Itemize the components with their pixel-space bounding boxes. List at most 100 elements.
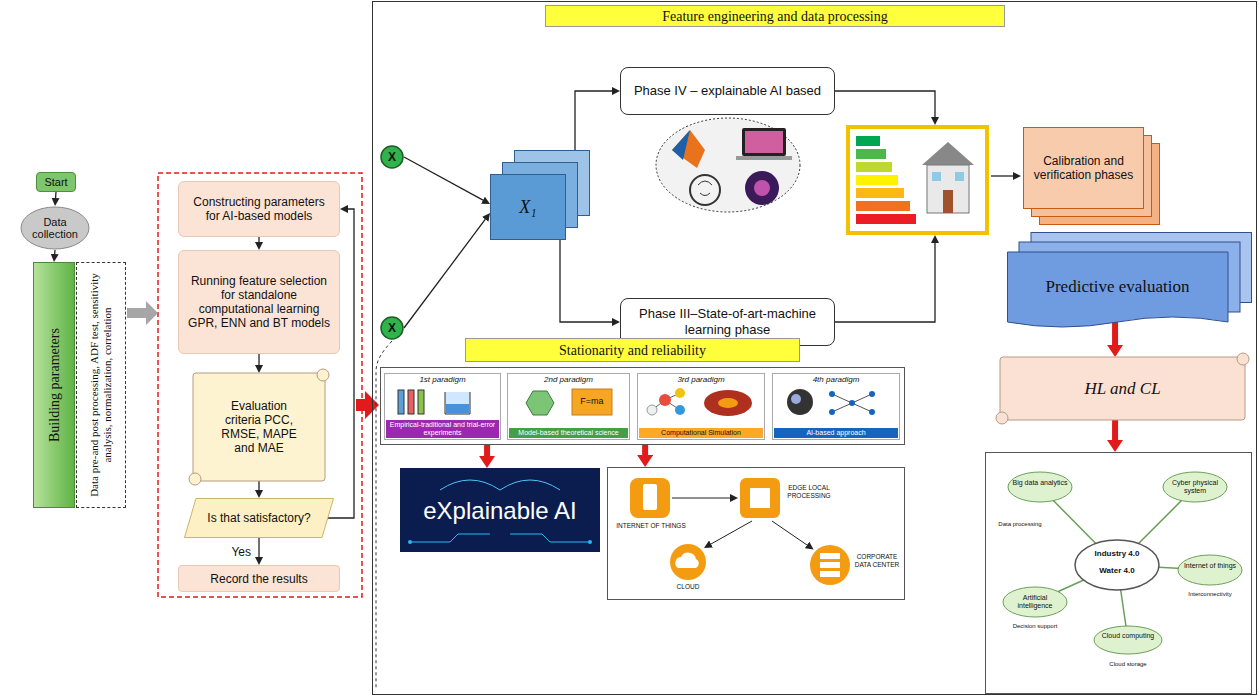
illustration-circle	[869, 391, 875, 397]
node-text: Running feature selection for standalone…	[187, 274, 331, 330]
node-text: EDGE LOCAL PROCESSING	[784, 484, 834, 500]
iot-panel: INTERNET OF THINGSCLOUDEDGE LOCAL PROCES…	[607, 467, 905, 600]
illustration-rect	[820, 553, 840, 559]
illustration-circle	[670, 544, 706, 580]
start-terminal: Start	[36, 172, 76, 192]
input-circle: X	[380, 316, 404, 340]
parameter-band: Building parameters	[33, 262, 75, 508]
flow-line	[835, 91, 935, 117]
illustration-circle	[791, 394, 801, 404]
paradigm-card: 2nd paradigmModel-based theoretical scie…	[507, 373, 630, 440]
illustration-rect	[927, 165, 969, 213]
paradigm-card: 4th paradigmAI-based approach	[772, 373, 900, 440]
node-text: Constructing parameters for AI-based mod…	[187, 195, 331, 223]
illustration-ellipse	[1178, 555, 1242, 585]
flow-arrow	[404, 157, 483, 200]
node-text: Big data analytics	[1010, 479, 1070, 487]
flow-arrow	[560, 240, 612, 322]
illustration-rect	[856, 188, 904, 198]
node-text: Phase IV – explainable AI based	[634, 83, 821, 99]
illustration-rect	[736, 156, 792, 160]
illustration-rect	[856, 214, 916, 224]
illustration-circle	[588, 540, 592, 544]
xai-picture	[400, 468, 600, 552]
paradigm-heading: 1st paradigm	[386, 375, 499, 385]
illustration-line	[852, 394, 872, 403]
preprocessing-box: Data pre-and post processing, ADF test, …	[76, 262, 126, 508]
illustration-rect	[943, 190, 953, 213]
picture-label: Interconnectivity	[1180, 590, 1240, 598]
node-text: Phase III–State-of-art-machine learning …	[629, 306, 826, 338]
flow-arrow	[258, 538, 259, 557]
paradigm-caption: AI-based approach	[774, 428, 898, 438]
calibration-pages: Calibration and verification phases	[1023, 127, 1160, 225]
illustration-rect	[742, 128, 786, 156]
illustration-circle	[829, 391, 835, 397]
node-text: Start	[44, 176, 67, 189]
illustration-rect	[856, 175, 898, 185]
energy-label-illustration	[848, 127, 987, 233]
panel-heading: Feature engineering and data processing	[545, 5, 1005, 27]
phase-box: Phase IV – explainable AI based	[620, 67, 835, 115]
illustration-ellipse	[656, 118, 800, 212]
node-text: Data pre-and post processing, ADF test, …	[88, 268, 114, 502]
illustration-line	[832, 403, 852, 412]
illustration-ellipse	[1163, 472, 1227, 502]
flow-arrow	[55, 192, 57, 198]
paradigm-heading: 4th paradigm	[774, 375, 898, 385]
process-box: Record the results	[178, 565, 340, 592]
stack-outline	[490, 150, 590, 240]
node-text: Artificial intelligence	[1005, 594, 1065, 610]
node-text: X₁	[519, 196, 536, 218]
node-text: Building parameters	[46, 268, 63, 502]
illustration-rect	[572, 389, 612, 415]
edge-label: Yes	[229, 545, 253, 559]
flow-line	[991, 175, 1013, 176]
illustration-rect	[955, 172, 964, 181]
node-text: Internet of things	[1180, 562, 1240, 570]
illustration-circle	[408, 540, 412, 544]
node-text: X	[388, 150, 396, 164]
process-box: Running feature selection for standalone…	[178, 250, 340, 354]
node-text: CORPORATE DATA CENTER	[853, 553, 901, 569]
illustration-polygon	[922, 142, 974, 165]
process-box: Constructing parameters for AI-based mod…	[178, 181, 340, 237]
illustration-rect	[418, 390, 424, 414]
illustration-line	[852, 403, 872, 412]
illustration-ellipse	[704, 390, 752, 416]
node-text: X	[388, 321, 396, 335]
paradigm-card: 1st paradigmEmpirical-traditional and tr…	[384, 373, 501, 440]
picture-label: F=ma	[572, 396, 612, 407]
illustration-polygon	[526, 391, 554, 415]
illustration-line	[832, 394, 852, 403]
illustration-ellipse	[1008, 472, 1072, 502]
dataset-stack: X₁	[490, 150, 590, 240]
illustration-path	[445, 392, 470, 414]
illustration-rect	[400, 468, 600, 552]
node-text: Cyber physical system	[1165, 479, 1225, 495]
paradigm-caption: Computational Simulation	[639, 428, 763, 438]
section-heading: Stationarity and reliability	[465, 338, 800, 362]
illustration-rect	[856, 136, 880, 146]
illustration-rect	[750, 488, 770, 508]
paradigm-caption: Empirical-traditional and trial-error ex…	[386, 420, 499, 438]
picture-label: Cloud storage	[1098, 660, 1158, 668]
illustration-circle	[829, 409, 835, 415]
illustration-ellipse	[1075, 540, 1159, 590]
illustration-rect	[446, 404, 469, 413]
illustration-ellipse	[1003, 587, 1067, 617]
picture-label: Decision support	[1005, 622, 1065, 630]
illustration-path	[672, 130, 690, 160]
result-scroll: HL and CL	[995, 352, 1250, 425]
input-circle: X	[380, 145, 404, 169]
illustration-rect	[932, 172, 941, 181]
illustration-ellipse	[718, 398, 738, 408]
illustration-path	[711, 521, 752, 544]
illustration-path	[440, 480, 560, 490]
flow-arrow	[1112, 420, 1118, 440]
flow-arrow	[404, 219, 485, 328]
loop-frame	[158, 173, 362, 597]
illustration-circle	[675, 388, 685, 398]
illustration-rect	[740, 478, 780, 518]
illustration-circle	[659, 394, 671, 406]
